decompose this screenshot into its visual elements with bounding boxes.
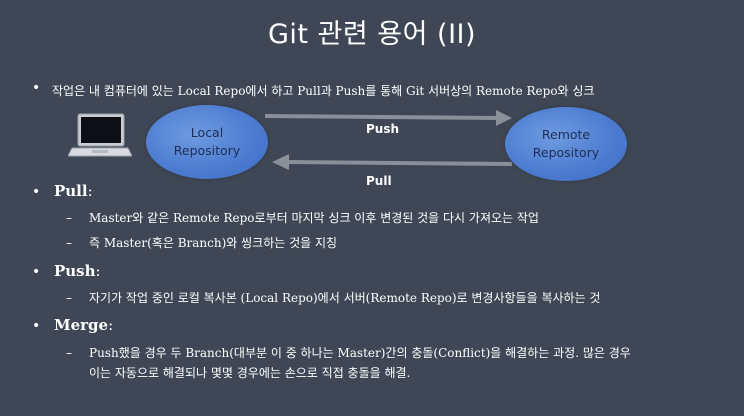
local-label-2: Repository bbox=[173, 143, 241, 158]
bullet-dot: • bbox=[32, 80, 41, 96]
pull-arrow bbox=[284, 160, 513, 166]
push-heading: Push: bbox=[54, 262, 101, 280]
merge-colon: : bbox=[108, 316, 114, 334]
pull-item-1: Master와 같은 Remote Repo로부터 마지막 싱크 이후 변경된 … bbox=[89, 211, 539, 225]
merge-heading: Merge: bbox=[54, 316, 113, 334]
push-term: Push bbox=[54, 262, 96, 280]
bullet-dot: • bbox=[32, 318, 41, 334]
bullet-dot: • bbox=[32, 264, 41, 280]
push-arrowhead bbox=[496, 110, 512, 126]
dash: – bbox=[66, 346, 72, 360]
pull-arrowhead bbox=[272, 154, 289, 170]
pull-item-2: 즉 Master(혹은 Branch)와 씽크하는 것을 지칭 bbox=[89, 236, 338, 250]
dash: – bbox=[66, 291, 72, 305]
local-repository-node: Local Repository bbox=[146, 105, 268, 179]
slide-title: Git 관련 용어 (II) bbox=[267, 19, 477, 50]
merge-item-line-1: Push했을 경우 두 Branch(대부분 이 중 하나는 Master)간의… bbox=[89, 346, 631, 360]
bullet-dot: • bbox=[32, 184, 41, 200]
pull-term: Pull bbox=[54, 182, 88, 200]
pull-colon: : bbox=[87, 182, 93, 200]
sync-diagram: Local Repository Remote Repository Push … bbox=[60, 104, 660, 194]
merge-term: Merge bbox=[54, 316, 109, 334]
merge-item-line-2: 이는 자동으로 해결되나 몇몇 경우에는 손으로 직접 충돌을 해결. bbox=[89, 366, 411, 380]
pull-label: Pull bbox=[366, 174, 392, 188]
remote-label-1: Remote bbox=[541, 127, 591, 142]
dash: – bbox=[66, 236, 72, 250]
pull-heading: Pull: bbox=[54, 182, 93, 200]
intro-text: 작업은 내 컴퓨터에 있는 Local Repo에서 하고 Pull과 Push… bbox=[52, 84, 595, 98]
push-arrow bbox=[264, 114, 501, 120]
remote-repository-node: Remote Repository bbox=[505, 107, 627, 181]
push-item-1: 자기가 작업 중인 로컬 복사본 (Local Repo)에서 서버(Remot… bbox=[89, 291, 601, 305]
local-label-1: Local bbox=[190, 125, 224, 140]
dash: – bbox=[66, 211, 72, 225]
laptop-icon bbox=[68, 113, 132, 157]
push-colon: : bbox=[95, 262, 101, 280]
push-label: Push bbox=[366, 122, 400, 136]
arrow-lines bbox=[264, 110, 513, 170]
remote-label-2: Repository bbox=[532, 145, 600, 160]
